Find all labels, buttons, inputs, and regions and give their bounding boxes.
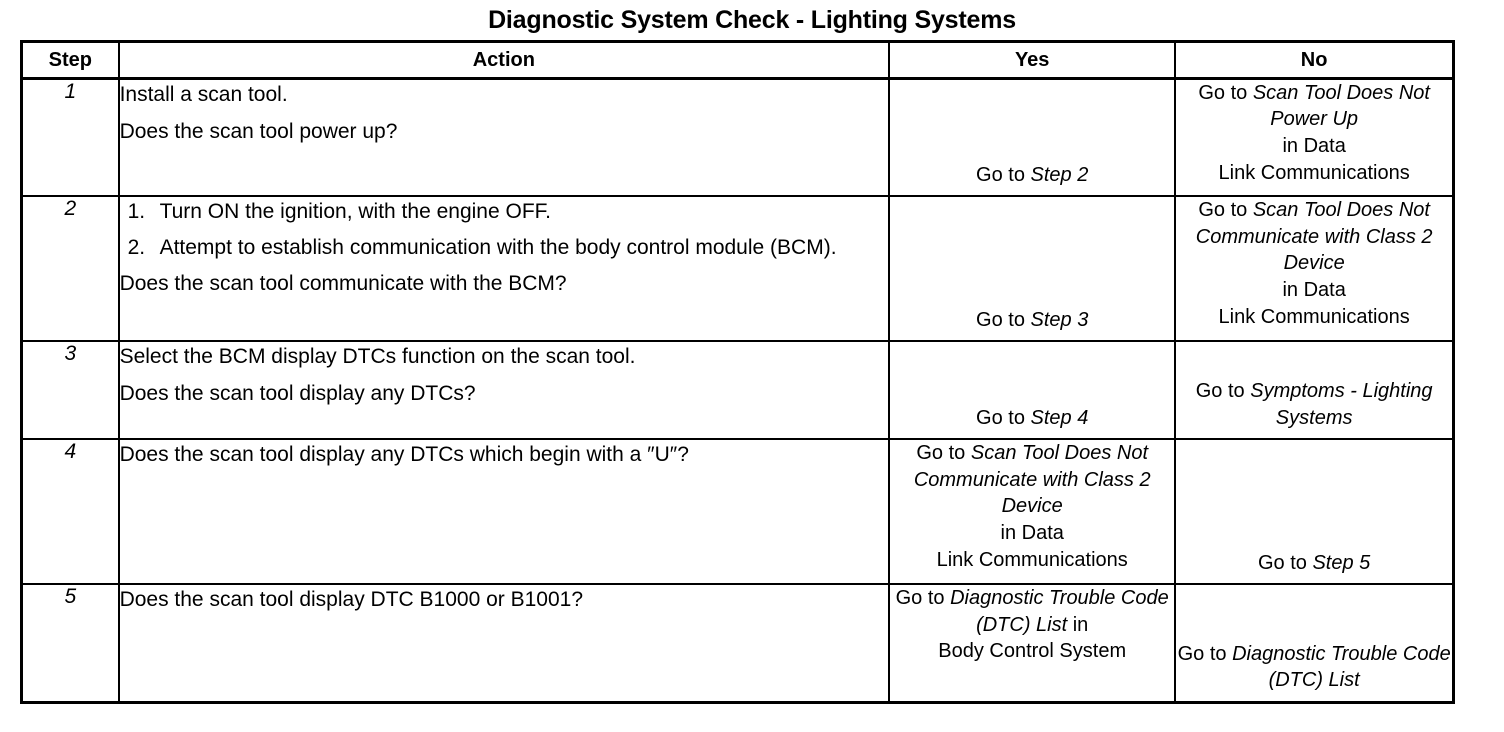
branch-reference: Scan Tool Does Not Communicate with Clas… (1195, 199, 1433, 275)
branch-prefix: Go to (976, 163, 1031, 186)
no-branch-cell: Go to Diagnostic Trouble Code (DTC) List (1174, 583, 1455, 704)
branch-prefix: Go to (1195, 380, 1251, 403)
branch-reference: Scan Tool Does Not Power Up (1252, 81, 1430, 131)
yes-branch-cell: Go to Step 4 (888, 340, 1177, 441)
step-number: 2 (20, 195, 120, 343)
step-number: 4 (20, 438, 120, 586)
branch-reference: Symptoms - Lighting Systems (1250, 380, 1433, 429)
column-header-no: No (1174, 40, 1455, 80)
yes-branch-cell: Go to Diagnostic Trouble Code (DTC) List… (888, 583, 1177, 704)
branch-extra-line: in Data (1000, 522, 1064, 545)
action-line: Does the scan tool display any DTCs whic… (119, 443, 689, 467)
step-number: 5 (20, 583, 120, 704)
branch-extra-line: Link Communications (1218, 305, 1410, 328)
no-branch-cell: Go to Symptoms - Lighting Systems (1174, 340, 1455, 441)
branch-extra-line: Body Control System (938, 640, 1127, 663)
branch-prefix: Go to (1177, 642, 1233, 665)
branch-prefix: Go to (1198, 81, 1253, 104)
branch-extra-line: in Data (1282, 279, 1346, 302)
column-header-action: Action (117, 40, 891, 80)
branch-text: Go to Scan Tool Does Not Communicate wit… (1176, 197, 1452, 330)
branch-reference: Diagnostic Trouble Code (DTC) List (1232, 642, 1451, 692)
branch-reference: Scan Tool Does Not Communicate with Clas… (913, 442, 1151, 518)
branch-extra-line: Link Communications (1218, 161, 1410, 184)
action-cell: Does the scan tool display DTC B1000 or … (117, 583, 891, 704)
branch-extra-line: Link Communications (936, 548, 1128, 571)
branch-extra-line: in Data (1282, 134, 1346, 157)
branch-reference: Step 5 (1312, 551, 1371, 574)
branch-text: Go to Step 2 (890, 162, 1174, 189)
branch-prefix: Go to (1257, 551, 1313, 574)
column-header-step: Step (20, 40, 120, 80)
page-title: Diagnostic System Check - Lighting Syste… (488, 6, 1016, 34)
action-line: Does the scan tool power up? (119, 119, 398, 143)
branch-reference: Step 2 (1030, 163, 1089, 186)
yes-branch-cell: Go to Step 3 (888, 195, 1177, 343)
step-number: 1 (20, 77, 120, 198)
branch-suffix: in (1067, 613, 1089, 636)
action-cell: Select the BCM display DTCs function on … (117, 340, 891, 441)
action-step-item: 2. Attempt to establish communication wit… (120, 233, 889, 263)
action-line: Install a scan tool. (119, 82, 288, 106)
action-step-item: 1. Turn ON the ignition, with the engine … (120, 197, 889, 227)
branch-reference: Step 3 (1030, 308, 1089, 331)
branch-text: Go to Step 4 (890, 405, 1174, 432)
branch-text: Go to Diagnostic Trouble Code (DTC) List… (890, 585, 1174, 665)
action-step-number: 1. (127, 200, 146, 224)
branch-text: Go to Step 3 (890, 307, 1174, 334)
no-branch-cell: Go to Scan Tool Does Not Power Up in Data… (1174, 77, 1455, 198)
branch-text: Go to Scan Tool Does Not Power Up in Data… (1176, 80, 1452, 186)
action-cell: Does the scan tool display any DTCs whic… (117, 438, 891, 586)
action-line: Does the scan tool communicate with the … (119, 271, 567, 295)
branch-text: Go to Symptoms - Lighting Systems (1176, 378, 1452, 431)
no-branch-cell: Go to Scan Tool Does Not Communicate wit… (1174, 195, 1455, 343)
action-step-text: Attempt to establish communication with … (159, 236, 837, 260)
action-cell: Install a scan tool. Does the scan tool p… (117, 77, 891, 198)
branch-prefix: Go to (976, 406, 1031, 429)
action-cell: 1. Turn ON the ignition, with the engine … (117, 195, 891, 343)
action-step-list: 1. Turn ON the ignition, with the engine … (120, 197, 889, 263)
action-line: Does the scan tool display any DTCs? (119, 382, 476, 406)
branch-prefix: Go to (895, 587, 951, 610)
yes-branch-cell: Go to Scan Tool Does Not Communicate wit… (888, 438, 1177, 586)
action-step-text: Turn ON the ignition, with the engine OF… (159, 200, 551, 224)
branch-prefix: Go to (1198, 199, 1253, 222)
branch-prefix: Go to (976, 308, 1031, 331)
branch-text: Go to Step 5 (1176, 550, 1452, 577)
branch-text: Go to Diagnostic Trouble Code (DTC) List (1176, 641, 1452, 694)
branch-reference: Step 4 (1030, 406, 1089, 429)
table-row: 2 1. Turn ON the ignition, with the engine… (20, 195, 1455, 343)
column-header-yes: Yes (888, 40, 1177, 80)
branch-text: Go to Scan Tool Does Not Communicate wit… (890, 440, 1174, 573)
table-header-row: Step Action Yes No (20, 40, 1455, 80)
action-step-number: 2. (127, 236, 146, 260)
action-line: Does the scan tool display DTC B1000 or … (119, 588, 583, 612)
no-branch-cell: Go to Step 5 (1174, 438, 1455, 586)
yes-branch-cell: Go to Step 2 (888, 77, 1177, 198)
branch-prefix: Go to (916, 442, 971, 465)
action-line: Select the BCM display DTCs function on … (119, 345, 636, 369)
step-number: 3 (20, 340, 120, 441)
branch-reference: Diagnostic Trouble Code (DTC) List (950, 587, 1169, 636)
